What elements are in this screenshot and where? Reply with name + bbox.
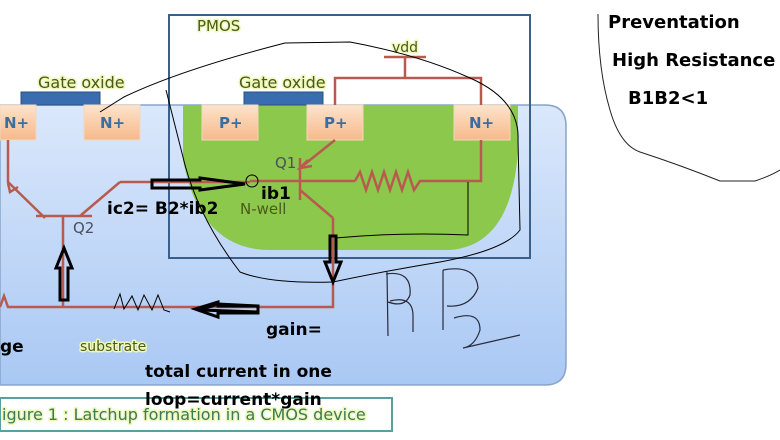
prevention-title: Preventation xyxy=(608,12,740,33)
pmos-box xyxy=(168,14,531,259)
hand-resistor-sketch xyxy=(113,292,171,313)
b1-b2-handwriting xyxy=(385,268,521,349)
pmos-label: PMOS xyxy=(197,17,240,35)
p2-label: P+ xyxy=(324,114,348,132)
down-arrow xyxy=(322,234,344,287)
ic2-formula: ic2= B2*ib2 xyxy=(107,199,218,219)
gain-label: gain= xyxy=(266,320,322,340)
p1-diffusion xyxy=(201,104,259,141)
q1-transistor xyxy=(250,139,483,300)
q1-label: Q1 xyxy=(275,154,296,172)
total-current-line1: total current in one xyxy=(145,362,332,382)
prevention-outline xyxy=(597,13,780,182)
q2-up-arrow xyxy=(53,243,75,302)
figure-caption: igure 1 : Latchup formation in a CMOS de… xyxy=(2,405,366,424)
right-n-diffusion xyxy=(453,104,511,141)
ib1-label: ib1 xyxy=(261,184,291,204)
left-cut-text: ge xyxy=(0,337,24,357)
q2-transistor xyxy=(0,140,335,309)
prevention-item-b1b2: B1B2<1 xyxy=(628,88,708,109)
vdd-label: vdd xyxy=(392,40,418,56)
prevention-item-high-resistance: High Resistance xyxy=(612,50,775,71)
left-arrow-head xyxy=(190,299,260,320)
total-current-line2: loop=current*gain xyxy=(145,390,322,410)
p2-diffusion xyxy=(306,104,364,141)
q2-label: Q2 xyxy=(73,219,94,237)
gate-oxide-left-label: Gate oxide xyxy=(38,73,125,92)
gate-oxide-left xyxy=(20,91,101,106)
left-n1-diffusion xyxy=(0,104,37,141)
substrate-label: substrate xyxy=(80,339,146,355)
vdd-terminal xyxy=(333,55,483,105)
p1-label: P+ xyxy=(219,114,243,132)
ib1-node-circle xyxy=(245,174,259,188)
left-n2-label: N+ xyxy=(100,114,125,132)
right-n-label: N+ xyxy=(469,114,494,132)
nwell-label: N-well xyxy=(240,200,286,218)
inner-loop xyxy=(334,182,469,239)
gate-oxide-right xyxy=(243,91,324,106)
left-n1-label: N+ xyxy=(4,114,29,132)
nwell-region xyxy=(183,105,518,250)
ic2-arrow xyxy=(150,176,246,192)
caption-box xyxy=(0,397,393,432)
loop-outline xyxy=(99,41,521,283)
gate-oxide-right-label: Gate oxide xyxy=(239,73,326,92)
